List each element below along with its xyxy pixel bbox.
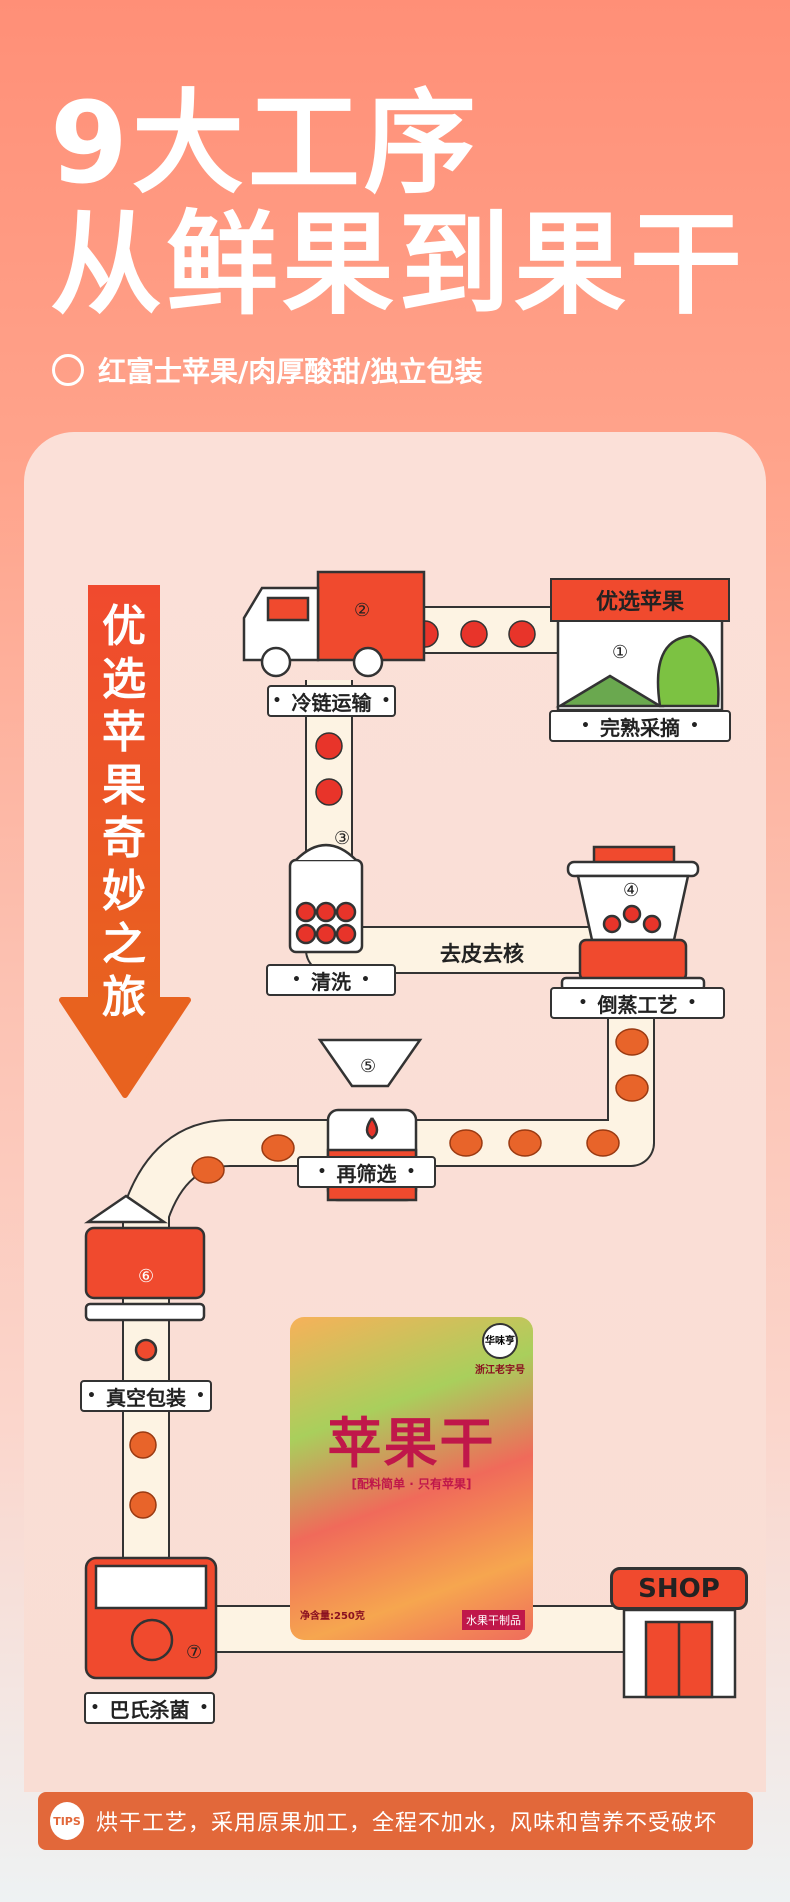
pasteurizer-icon xyxy=(84,1556,218,1680)
label-vacuum: 真空包装 xyxy=(80,1380,212,1412)
brand-logo: 华味亨 xyxy=(482,1323,518,1359)
step-number-6: ⑥ xyxy=(138,1266,155,1287)
label-cold-chain: 冷链运输 xyxy=(267,685,396,717)
product-name: 苹果干 xyxy=(327,1412,496,1475)
title-line-2: 从鲜果到果干 xyxy=(50,200,746,330)
step-number-7: ⑦ xyxy=(186,1642,203,1663)
label-text: 完熟采摘 xyxy=(600,715,680,740)
label-wash: 清洗 xyxy=(266,964,396,996)
label-steam: 倒蒸工艺 xyxy=(550,987,725,1019)
brand: 华味亨浙江老字号 xyxy=(475,1323,525,1376)
circle-icon xyxy=(52,354,84,386)
label-text: 冷链运输 xyxy=(291,690,372,715)
washer-icon xyxy=(288,843,364,954)
tips-icon: TIPS xyxy=(50,1802,84,1840)
product-category: 水果干制品 xyxy=(462,1610,525,1630)
label-sieve: 再筛选 xyxy=(297,1156,436,1188)
journey-arrow-text: 优选苹果奇妙之旅 xyxy=(102,601,146,1023)
orchard-icon xyxy=(555,618,724,712)
product-bag: 华味亨浙江老字号 苹果干 [配料简单 · 只有苹果] 净含量:250克 水果干制… xyxy=(290,1317,533,1640)
step-number-5: ⑤ xyxy=(360,1056,377,1077)
step-number-4: ④ xyxy=(623,880,640,901)
step-number-2: ② xyxy=(354,600,371,621)
label-peel: 去皮去核 xyxy=(440,942,524,966)
step-number-1: ① xyxy=(612,642,629,663)
label-pick: 完熟采摘 xyxy=(549,710,731,742)
subtitle: 红富士苹果/肉厚酸甜/独立包装 xyxy=(52,350,482,390)
label-text: 倒蒸工艺 xyxy=(597,992,678,1017)
tips-bar: TIPS 烘干工艺，采用原果加工，全程不加水，风味和营养不受破坏 xyxy=(38,1792,753,1850)
title-line-1: 9大工序 xyxy=(50,79,480,209)
net-weight: 净含量:250克 xyxy=(300,1611,365,1622)
label-text: 巴氏杀菌 xyxy=(109,1697,190,1722)
shop-sign: SHOP xyxy=(610,1567,748,1610)
pick-sign: 优选苹果 xyxy=(550,578,730,622)
subtitle-text: 红富士苹果/肉厚酸甜/独立包装 xyxy=(98,355,483,388)
journey-arrow xyxy=(59,585,191,1098)
truck-icon xyxy=(242,570,426,678)
dried-apple-slices xyxy=(129,1028,649,1519)
label-pasteurize: 巴氏杀菌 xyxy=(84,1692,215,1724)
label-text: 再筛选 xyxy=(336,1161,397,1186)
step-number-3: ③ xyxy=(334,828,351,849)
laozihao-text: 浙江老字号 xyxy=(475,1365,525,1376)
vacuum-packer-icon xyxy=(83,1194,206,1362)
product-tagline: [配料简单 · 只有苹果] xyxy=(351,1477,472,1491)
label-text: 清洗 xyxy=(311,969,351,994)
tips-text: 烘干工艺，采用原果加工，全程不加水，风味和营养不受破坏 xyxy=(96,1811,718,1836)
shop-building-icon xyxy=(622,1608,737,1699)
label-text: 真空包装 xyxy=(106,1385,186,1410)
steamer-icon xyxy=(560,845,706,992)
